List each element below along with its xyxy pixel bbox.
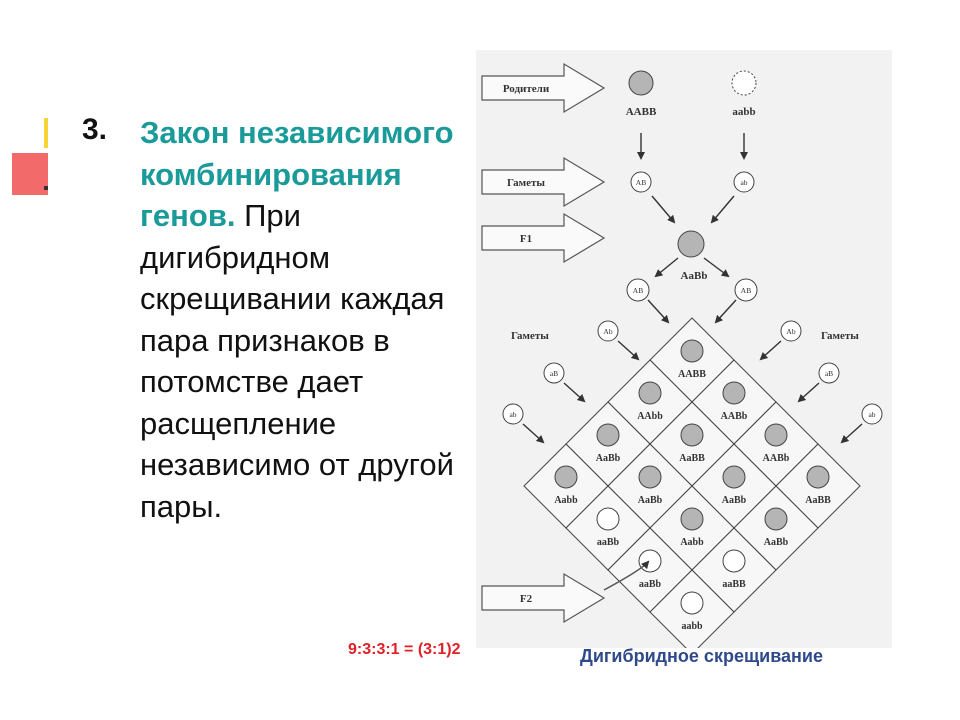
f2-pointer-arrow — [603, 560, 650, 591]
offspring-genotype: AABb — [721, 411, 748, 422]
gamete-circle — [502, 403, 524, 425]
law-description: При дигибридном скрещивании каждая пара … — [140, 198, 454, 524]
block-arrow — [481, 62, 606, 114]
offspring-circle — [638, 381, 662, 405]
gamete-label: ab — [509, 410, 516, 419]
offspring-circle — [680, 591, 704, 615]
arrow — [522, 423, 545, 444]
slide-number: 3. — [82, 113, 108, 146]
arrow — [651, 195, 676, 224]
offspring-genotype: aaBb — [597, 537, 620, 548]
offspring-genotype: AaBb — [764, 537, 789, 548]
offspring-circle — [722, 549, 746, 573]
offspring-circle — [596, 507, 620, 531]
offspring-genotype: aabb — [681, 621, 703, 632]
parent-circle — [731, 70, 757, 96]
offspring-genotype: AaBb — [596, 453, 621, 464]
offspring-genotype: AaBB — [679, 453, 705, 464]
arrow — [703, 257, 730, 278]
gamete-circle — [861, 403, 883, 425]
law-title: Закон независимого комбинирования генов. — [140, 115, 454, 233]
offspring-circle — [764, 507, 788, 531]
offspring-circle — [554, 465, 578, 489]
gamete-circle — [818, 362, 840, 384]
gamete-circle — [543, 362, 565, 384]
offspring-genotype: AABB — [678, 369, 706, 380]
offspring-genotype: AaBb — [722, 495, 747, 506]
offspring-circle — [680, 423, 704, 447]
f1-genotype: AaBb — [681, 270, 708, 282]
arrow — [714, 299, 737, 324]
offspring-genotype: aaBB — [722, 579, 746, 590]
gamete-label: aB — [825, 369, 833, 378]
offspring-genotype: AABb — [763, 453, 790, 464]
parent-genotype: AABB — [626, 106, 657, 118]
diagram-caption: Дигибридное скрещивание — [580, 646, 823, 666]
arrow — [617, 340, 640, 361]
arrow — [647, 299, 670, 324]
arrow — [563, 382, 586, 403]
gamete-circle — [734, 278, 758, 302]
arrow — [654, 257, 679, 278]
offspring-circle — [638, 549, 662, 573]
f1-circle — [677, 230, 705, 258]
block-arrow — [481, 212, 606, 264]
parent-circle — [628, 70, 654, 96]
offspring-circle — [806, 465, 830, 489]
accent-bar-yellow — [44, 118, 48, 148]
gamete-circle — [626, 278, 650, 302]
offspring-circle — [722, 381, 746, 405]
block-arrow — [481, 572, 606, 624]
offspring-genotype: AaBb — [638, 495, 663, 506]
ratio-formula: 9:3:3:1 = (3:1)2 — [348, 641, 461, 658]
gamete-label: AB — [636, 178, 646, 187]
arrow — [797, 382, 820, 403]
accent-block-red — [12, 153, 48, 195]
gamete-label: Ab — [786, 327, 795, 336]
offspring-circle — [680, 507, 704, 531]
gametes-label-right: Гаметы — [821, 330, 859, 342]
slide-text: Закон независимого комбинирования генов.… — [140, 112, 475, 527]
gamete-circle — [733, 171, 755, 193]
gamete-label: ab — [740, 178, 747, 187]
arrow — [710, 195, 735, 224]
gamete-label: Ab — [603, 327, 612, 336]
offspring-circle — [722, 465, 746, 489]
offspring-genotype: Aabb — [680, 537, 704, 548]
arrow-label-3: F1 — [520, 233, 532, 245]
gamete-label: AB — [741, 286, 751, 295]
gamete-circle — [597, 320, 619, 342]
gamete-circle — [630, 171, 652, 193]
offspring-genotype: AaBB — [805, 495, 831, 506]
offspring-circle — [596, 423, 620, 447]
arrow-label-2: Гаметы — [507, 177, 545, 189]
block-arrow — [481, 156, 606, 208]
gamete-label: aB — [550, 369, 558, 378]
arrow — [759, 340, 782, 361]
arrow-label-4: F2 — [520, 593, 533, 605]
gamete-label: AB — [633, 286, 643, 295]
offspring-circle — [638, 465, 662, 489]
gametes-label-left: Гаметы — [511, 330, 549, 342]
gamete-label: ab — [868, 410, 875, 419]
offspring-genotype: AAbb — [637, 411, 663, 422]
arrow — [840, 423, 863, 444]
gamete-circle — [780, 320, 802, 342]
offspring-genotype: Aabb — [554, 495, 578, 506]
offspring-circle — [680, 339, 704, 363]
accent-dot — [44, 186, 48, 190]
offspring-circle — [764, 423, 788, 447]
offspring-genotype: aaBb — [639, 579, 662, 590]
arrow-label-1: Родители — [503, 83, 550, 95]
parent-genotype: aabb — [732, 106, 755, 118]
